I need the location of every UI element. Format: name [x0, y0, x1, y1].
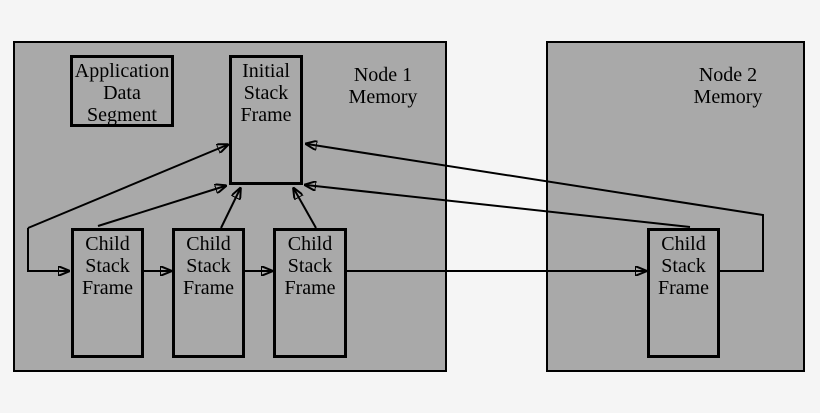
application-data-segment-box: Application Data Segment [70, 55, 174, 127]
child-stack-frame-2-box: Child Stack Frame [172, 228, 245, 358]
child-stack-frame-4-box: Child Stack Frame [647, 228, 720, 358]
node1-memory-label: Node 1 Memory [348, 64, 418, 108]
node2-memory-label: Node 2 Memory [693, 64, 763, 108]
initial-stack-frame-box: Initial Stack Frame [229, 55, 303, 185]
child-stack-frame-1-box: Child Stack Frame [71, 228, 144, 358]
child-stack-frame-3-box: Child Stack Frame [273, 228, 347, 358]
